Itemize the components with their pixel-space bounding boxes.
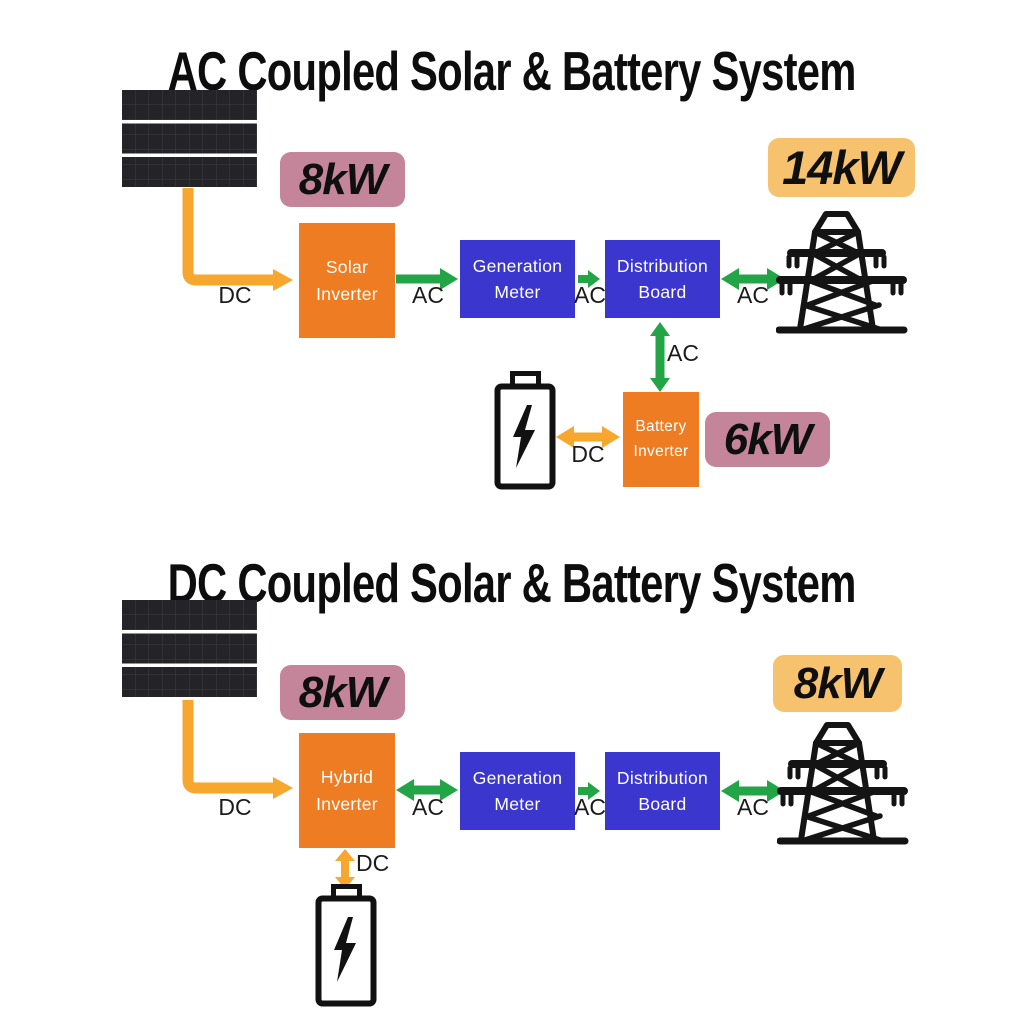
transmission-tower-icon [776, 208, 908, 335]
ac-flow-arrow-vertical [650, 322, 670, 392]
section-title-ac: AC Coupled Solar & Battery System [167, 39, 857, 102]
battery-capacity-badge: 6kW [705, 412, 830, 467]
ac-flow-arrow-small [578, 270, 600, 288]
grid-capacity-badge: 8kW [773, 655, 902, 712]
battery-inverter-box: Battery Inverter [623, 392, 699, 487]
dc-label: DC [218, 282, 252, 308]
dc-flow-arrow-double [556, 426, 620, 448]
solar-panel-icon [122, 600, 257, 697]
dc-label: DC [571, 441, 605, 467]
dc-flow-arrow-vertical [335, 849, 355, 889]
ac-label: AC [737, 794, 769, 820]
dc-label: DC [356, 850, 390, 876]
ac-label: AC [412, 794, 444, 820]
solar-panel-icon [122, 90, 257, 187]
ac-flow-arrow [396, 268, 458, 290]
ac-flow-arrow-double [721, 268, 785, 290]
battery-icon [315, 884, 377, 1008]
ac-label: AC [574, 282, 606, 308]
ac-label: AC [574, 794, 606, 820]
ac-flow-arrow-double [396, 779, 458, 801]
grid-capacity-badge: 14kW [768, 138, 915, 197]
solar-capacity-badge: 8kW [280, 152, 405, 207]
solar-capacity-badge: 8kW [280, 665, 405, 720]
transmission-tower-icon [777, 719, 909, 846]
dc-flow-arrow [181, 188, 299, 296]
distribution-board-box: Distribution Board [605, 752, 720, 830]
distribution-board-box: Distribution Board [605, 240, 720, 318]
generation-meter-box: Generation Meter [460, 240, 575, 318]
solar-inverter-box: Solar Inverter [299, 223, 395, 338]
ac-label: AC [737, 282, 769, 308]
dc-flow-arrow [181, 700, 299, 801]
ac-flow-arrow-small [578, 782, 600, 800]
generation-meter-box: Generation Meter [460, 752, 575, 830]
ac-label: AC [412, 282, 444, 308]
dc-label: DC [218, 794, 252, 820]
battery-icon [494, 371, 556, 490]
ac-flow-arrow-double [721, 780, 785, 802]
hybrid-inverter-box: Hybrid Inverter [299, 733, 395, 848]
section-title-dc: DC Coupled Solar & Battery System [167, 551, 857, 614]
ac-label: AC [667, 340, 699, 366]
